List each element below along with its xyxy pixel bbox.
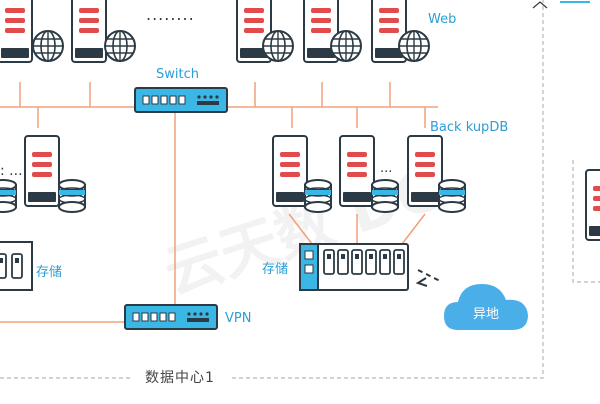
switch-label: Switch <box>156 67 199 82</box>
datacenter-label: 数据中心1 <box>145 370 215 386</box>
web-server-5 <box>371 0 430 63</box>
storage-right-label: 存储 <box>262 262 289 277</box>
server-ellipsis: ........ <box>146 5 195 24</box>
storage-left-label: 存储 <box>36 265 63 280</box>
backupdb-label: Back kupDB <box>430 120 509 135</box>
vpn-label: VPN <box>225 311 252 326</box>
vpn-device <box>124 304 218 330</box>
web-server-3 <box>236 0 294 63</box>
web-server-2 <box>71 0 136 63</box>
storage-left <box>0 241 33 291</box>
boundary-arrow-icon <box>532 1 548 9</box>
backup-db-cluster: ... <box>272 135 466 213</box>
remote-link-arrow-icon <box>415 277 428 287</box>
boundary-dc2 <box>572 160 600 283</box>
svg-text:...: ... <box>380 161 392 176</box>
core-switch <box>134 87 228 113</box>
dc2-server-partial <box>585 169 600 241</box>
boundary-right <box>232 0 544 379</box>
web-label: Web <box>428 12 457 27</box>
remote-link <box>417 269 443 283</box>
connections <box>0 82 438 323</box>
storage-array <box>299 243 409 291</box>
db-server-left: : ... <box>0 135 86 213</box>
web-server-1 <box>0 0 64 63</box>
remote-cloud-icon <box>444 284 528 330</box>
left-ellipsis: : ... <box>0 163 23 179</box>
remote-label: 异地 <box>473 307 500 322</box>
web-server-4 <box>303 0 362 63</box>
